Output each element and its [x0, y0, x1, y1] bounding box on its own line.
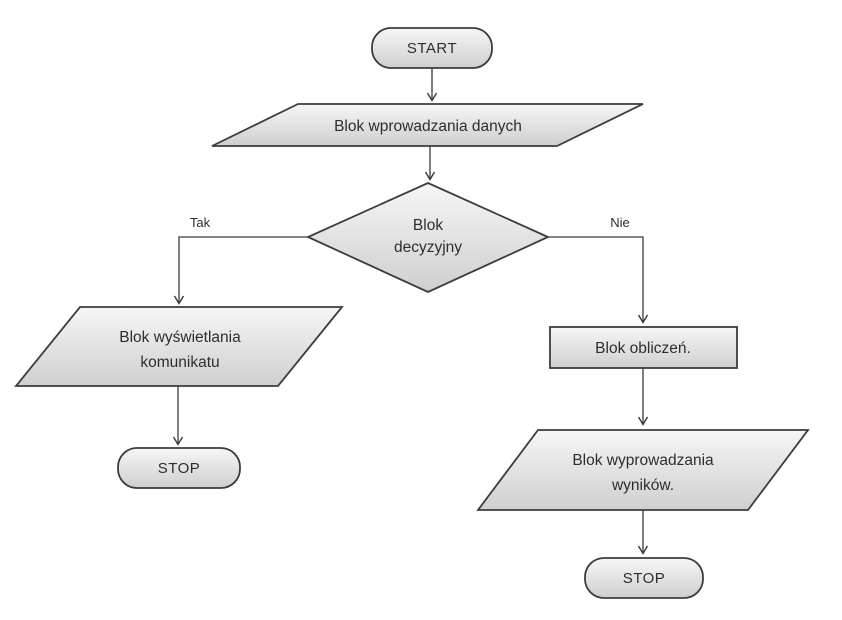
output-results-node-label-line1: Blok wyprowadzania [572, 452, 714, 469]
output-results-node-label-line2: wyników. [611, 477, 674, 494]
edge-label-tak: Tak [190, 215, 211, 230]
edge-decision-to-display-tak [173, 236, 308, 305]
input-data-node-label: Blok wprowadzania danych [334, 118, 522, 135]
stop-right-node-label: STOP [623, 570, 666, 587]
stop-left-node-label: STOP [158, 460, 201, 477]
display-message-node [14, 306, 344, 387]
decision-node [305, 182, 551, 293]
start-node-label: START [407, 40, 457, 57]
decision-node-label-line1: Blok [413, 217, 443, 234]
start-node [371, 27, 493, 69]
input-data-node [211, 103, 644, 147]
stop-left-node [117, 447, 241, 489]
edge-decision-to-calculations-nie [548, 236, 649, 324]
calculations-node-label: Blok obliczeń. [595, 340, 691, 357]
stop-right-node [584, 557, 704, 599]
decision-node-label-line2: decyzyjny [394, 239, 462, 256]
display-message-node-label-line1: Blok wyświetlania [119, 329, 241, 346]
calculations-node [549, 326, 738, 369]
display-message-node-label-line2: komunikatu [140, 354, 219, 371]
edge-label-nie: Nie [610, 215, 630, 230]
output-results-node [476, 429, 810, 511]
